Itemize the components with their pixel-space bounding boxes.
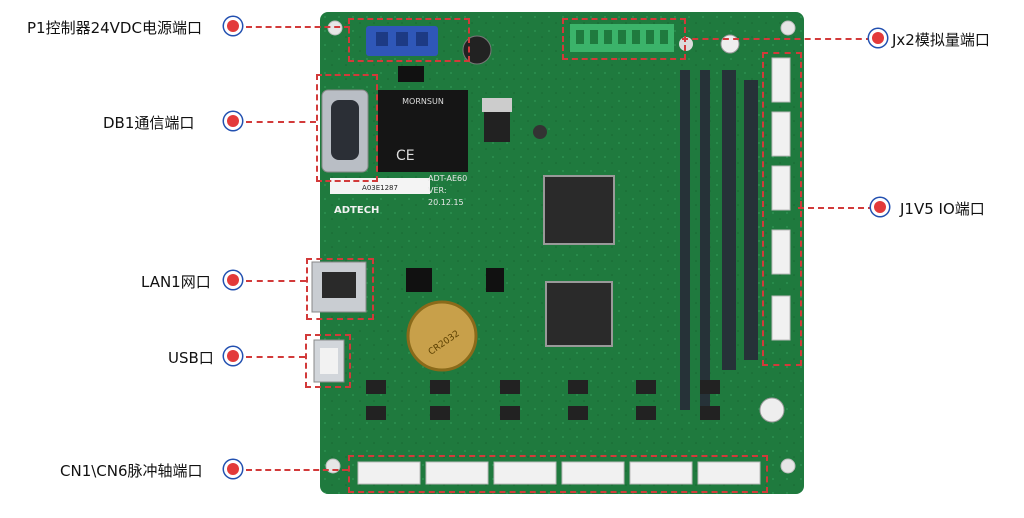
p1-highlight — [348, 18, 470, 62]
lan1-marker-icon — [227, 274, 239, 286]
p1-leader — [246, 26, 350, 28]
db1-highlight — [316, 74, 378, 182]
label-cn: CN1\CN6脉冲轴端口 — [60, 462, 203, 480]
module-brand: MORNSUN — [402, 97, 444, 106]
db1-leader — [246, 121, 316, 123]
brand-logo: ADTECH — [334, 205, 379, 216]
label-jx2: Jx2模拟量端口 — [892, 31, 990, 49]
jx2-leader — [682, 38, 872, 40]
label-db1: DB1通信端口 — [103, 114, 195, 132]
lan1-highlight — [306, 258, 374, 320]
svg-text:A03E1287: A03E1287 — [362, 184, 398, 192]
jx2-marker-icon — [872, 32, 884, 44]
j1v5-leader — [798, 207, 874, 209]
lan1-leader — [246, 280, 306, 282]
svg-text:VER:: VER: — [428, 186, 447, 195]
svg-text:ADT-AE60: ADT-AE60 — [428, 174, 467, 183]
coin-battery — [406, 300, 478, 372]
jx2-highlight — [562, 18, 686, 60]
label-usb: USB口 — [168, 349, 214, 367]
usb-highlight — [305, 334, 351, 388]
db1-marker-icon — [227, 115, 239, 127]
cn-leader — [246, 469, 348, 471]
label-p1: P1控制器24VDC电源端口 — [27, 19, 202, 37]
usb-marker-icon — [227, 350, 239, 362]
cn-marker-icon — [227, 463, 239, 475]
svg-text:CE: CE — [396, 148, 415, 164]
fpga-chip — [545, 281, 613, 347]
cpu-chip — [543, 175, 615, 245]
cn-highlight — [348, 455, 768, 493]
j1v5-marker-icon — [874, 201, 886, 213]
usb-leader — [246, 356, 305, 358]
serial-sticker — [330, 178, 430, 194]
j1v5-highlight — [762, 52, 802, 366]
dcdc-module — [378, 90, 468, 172]
svg-text:20.12.15: 20.12.15 — [428, 198, 464, 207]
label-lan1: LAN1网口 — [141, 273, 211, 291]
label-j1v5: J1V5 IO端口 — [900, 200, 985, 218]
p1-marker-icon — [227, 20, 239, 32]
